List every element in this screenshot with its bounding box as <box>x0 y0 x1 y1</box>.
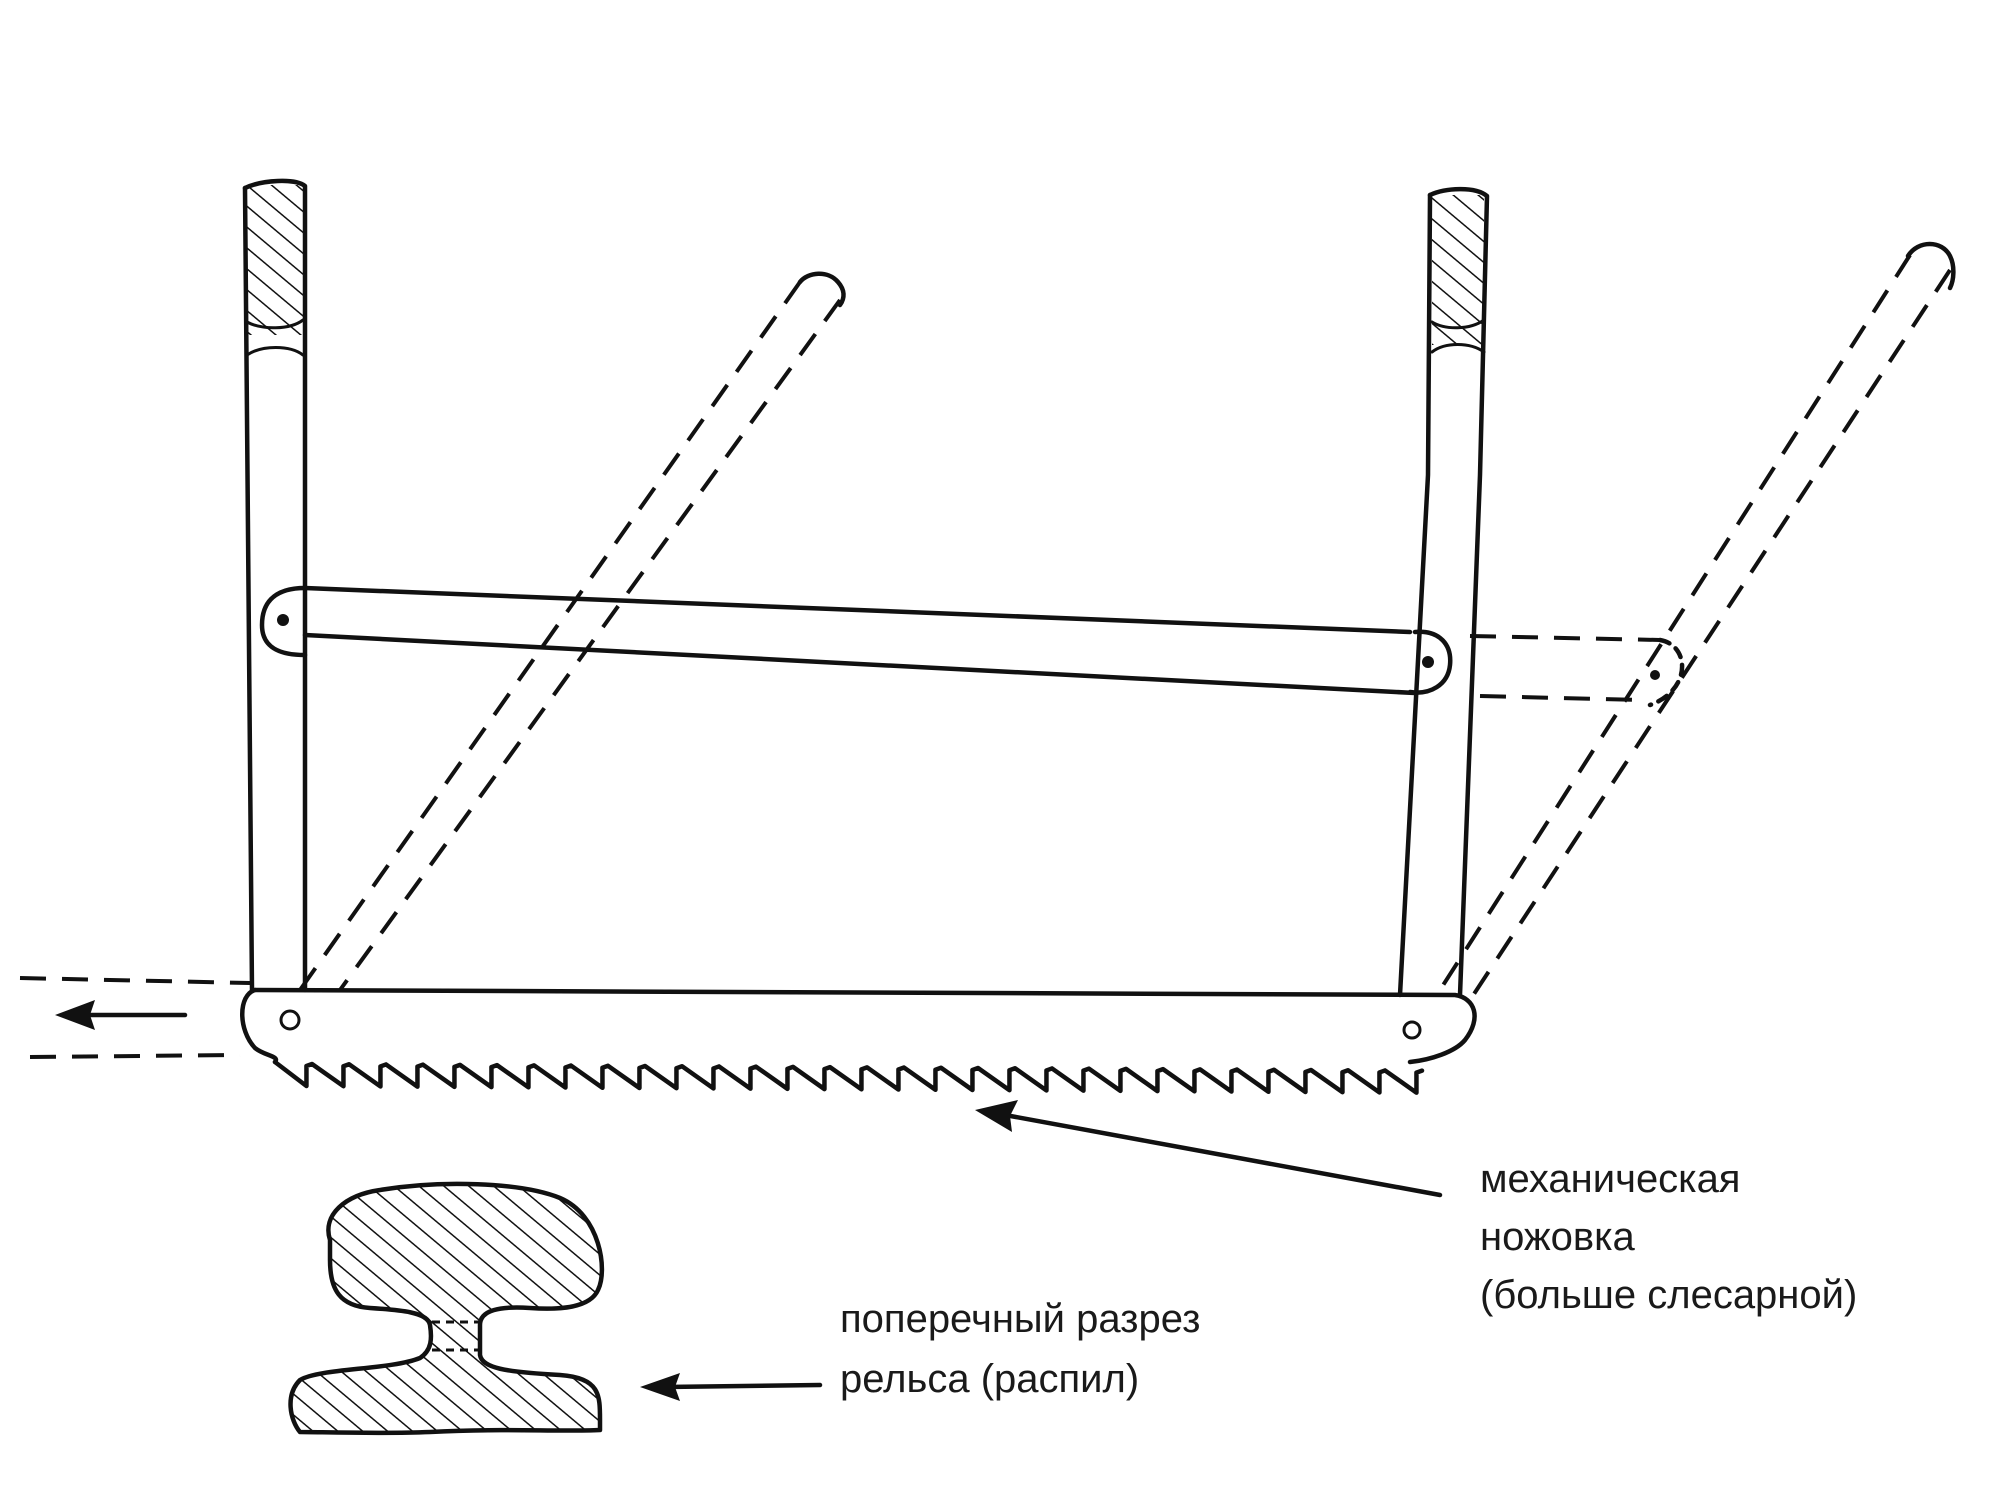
saw-leader-arrow <box>975 1100 1443 1198</box>
blade-left-hole <box>279 1009 301 1031</box>
ghost-frame-left <box>298 271 846 992</box>
ghost-crossbar <box>1469 634 1685 708</box>
left-post-hatched-grip <box>247 185 303 335</box>
crossbar <box>302 585 1418 696</box>
saw-label-line1: механическая <box>1480 1157 1740 1201</box>
section-label-line2: рельса (распил) <box>840 1357 1139 1401</box>
right-post-hatched-grip <box>1432 195 1484 345</box>
right-post <box>1397 186 1490 998</box>
rail-cross-section <box>288 1181 605 1436</box>
section-leader-arrow <box>640 1373 823 1401</box>
motion-arrow <box>55 1000 188 1030</box>
saw-label-line3: (больше слесарной) <box>1480 1273 1857 1317</box>
ghost-blade-travel <box>19 976 251 1059</box>
saw-label-line2: ножовка <box>1480 1215 1636 1259</box>
left-pivot-pin <box>277 614 289 626</box>
right-pivot-pin <box>1422 656 1434 668</box>
left-post <box>242 178 308 993</box>
saw-blade <box>240 987 1477 1095</box>
ghost-frame-right <box>1438 241 1956 1002</box>
blade-right-hole <box>1402 1020 1422 1040</box>
ghost-pivot <box>1650 670 1660 680</box>
saw-label: механическая ножовка (больше слесарной) <box>1480 1157 1857 1317</box>
section-label-line1: поперечный разрез <box>840 1297 1200 1341</box>
section-label: поперечный разрез рельса (распил) <box>840 1297 1200 1401</box>
